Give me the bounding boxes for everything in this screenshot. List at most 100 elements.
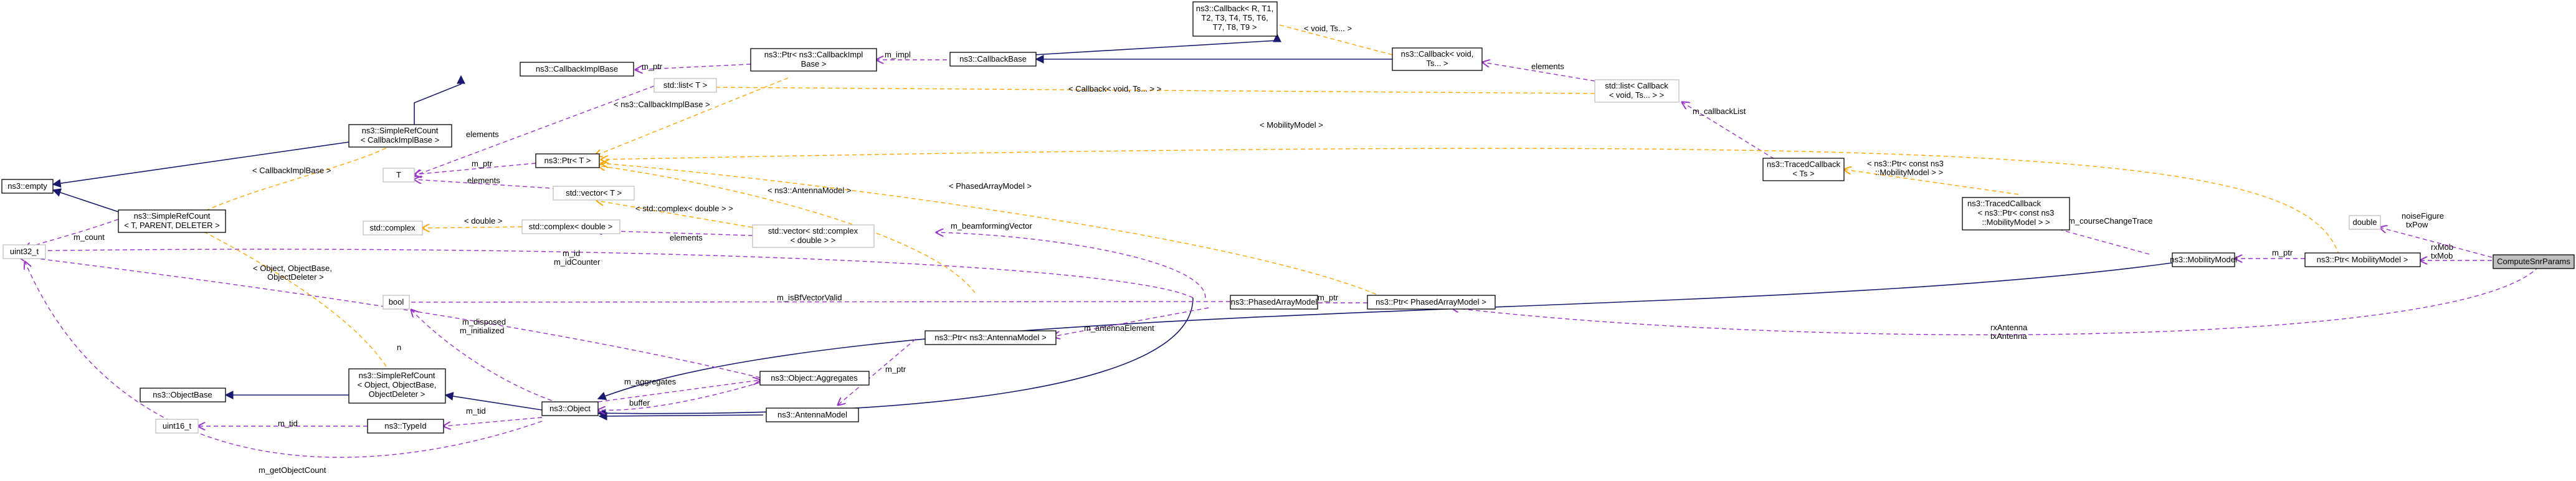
edge-label-void-ts: < void, Ts... > <box>1304 24 1352 33</box>
edge-tmpl-double <box>422 227 523 228</box>
node-uint16[interactable]: uint16_t <box>155 419 199 434</box>
node-label-1: ns3::SimpleRefCount <box>134 211 211 221</box>
edge-inherit-empty-1 <box>52 141 349 188</box>
node-label-2: T2, T3, T4, T5, T6, <box>1201 13 1268 22</box>
node-ptr-t[interactable]: ns3::Ptr< T > <box>535 153 600 168</box>
node-object[interactable]: ns3::Object <box>541 401 599 416</box>
node-object-aggregates[interactable]: ns3::Object::Aggregates <box>759 371 870 386</box>
node-simple-ref-count-object[interactable]: ns3::SimpleRefCount < Object, ObjectBase… <box>348 368 446 404</box>
node-std-vector-complex[interactable]: std::vector< std::complex < double > > <box>752 224 875 248</box>
edge-label-getobjcount: m_getObjectCount <box>259 465 326 475</box>
node-label: double <box>2352 217 2377 227</box>
node-traced-callback-ts[interactable]: ns3::TracedCallback < Ts > <box>1762 158 1845 181</box>
edge-tmpl-mobility <box>601 148 2340 256</box>
edge-label-beamforming: m_beamformingVector <box>951 221 1032 231</box>
edge-label-disposed-2: m_initialized <box>460 326 505 335</box>
edge-label-mob-2: txMob <box>2431 251 2453 260</box>
node-std-complex-double[interactable]: std::complex< double > <box>521 219 620 234</box>
edge-label-noise-2: txPow <box>2406 220 2428 229</box>
node-callback-impl-base[interactable]: ns3::CallbackImplBase <box>520 62 634 77</box>
node-mobility-model[interactable]: ns3::MobilityModel <box>2170 252 2237 267</box>
node-label-1: std::vector< std::complex <box>768 226 858 236</box>
nodes: ComputeSnrParams double ns3::Ptr< Mobili… <box>1 1 2575 434</box>
node-std-complex[interactable]: std::complex <box>363 221 423 236</box>
node-simple-ref-count-cib[interactable]: ns3::SimpleRefCount < CallbackImplBase > <box>348 124 452 148</box>
node-label: ns3::CallbackBase <box>959 54 1027 64</box>
edge-inherit-scrc <box>414 75 465 125</box>
node-ptr-mobility-model[interactable]: ns3::Ptr< MobilityModel > <box>2304 252 2421 267</box>
node-label-1: ns3::SimpleRefCount <box>359 371 435 380</box>
edge-label-buffer: buffer <box>629 398 650 407</box>
edge-label-mptr-mob: m_ptr <box>2272 248 2293 257</box>
edge-use-n <box>17 256 761 378</box>
edge-label-mid-2: m_idCounter <box>554 257 601 267</box>
edge-label-cib: < CallbackImplBase > <box>252 166 331 175</box>
node-double[interactable]: double <box>2349 215 2381 230</box>
edge-inherit-phased <box>597 297 1194 418</box>
node-label: bool <box>389 297 404 307</box>
edge-use-elements-list <box>1483 62 1595 82</box>
edge-inherit-srco <box>444 392 543 411</box>
edge-use-aggregates <box>597 380 760 402</box>
edge-use-mptr-t <box>414 163 536 174</box>
edge-label-mptr-pam: m_ptr <box>1318 293 1339 302</box>
node-std-list-t[interactable]: std::list< T > <box>654 78 717 93</box>
edge-label-aggregates: m_aggregates <box>624 377 677 386</box>
edge-use-mid <box>14 249 1194 298</box>
edge-label-complex-double: < std::complex< double > > <box>635 204 733 213</box>
edge-use-buffer <box>598 382 761 410</box>
edges <box>14 22 2539 458</box>
node-simple-ref-count-t[interactable]: ns3::SimpleRefCount < T, PARENT, DELETER… <box>118 209 226 233</box>
node-std-list-callback[interactable]: std::list< Callback < void, Ts... > > <box>1594 79 1680 103</box>
edge-label-elements-list: elements <box>1531 62 1564 71</box>
edge-tmpl-object <box>193 226 387 367</box>
edge-label-disposed-1: m_disposed <box>462 317 506 326</box>
node-label: std::complex< double > <box>529 222 612 231</box>
node-label: ns3::PhasedArrayModel <box>1231 297 1318 307</box>
node-compute-snr-params[interactable]: ComputeSnrParams <box>2493 254 2575 269</box>
node-label-1: ns3::TracedCallback <box>1767 160 1841 169</box>
node-uint32[interactable]: uint32_t <box>2 244 46 259</box>
edge-use-elements-t2 <box>414 179 580 191</box>
edge-label-cib-ptr: < ns3::CallbackImplBase > <box>614 100 710 109</box>
edge-label-noise-1: noiseFigure <box>2402 211 2444 221</box>
node-label-1: ns3::SimpleRefCount <box>362 126 439 135</box>
edge-use-antenna-element <box>1053 307 1209 336</box>
edge-tmpl-callback-void <box>707 87 1595 94</box>
node-label-2: < double > > <box>791 236 836 245</box>
edge-label-mcount: m_count <box>74 232 105 242</box>
edge-label-object-2: ObjectDeleter > <box>267 272 324 282</box>
edge-label-mptr-cib: m_ptr <box>642 62 663 71</box>
node-antenna-model[interactable]: ns3::AntennaModel <box>766 407 859 422</box>
node-ptr-callback-impl-base[interactable]: ns3::Ptr< ns3::CallbackImpl Base > <box>750 48 877 72</box>
node-callback-r[interactable]: ns3::Callback< R, T1, T2, T3, T4, T5, T6… <box>1192 1 1278 37</box>
node-traced-callback-mobility[interactable]: ns3::TracedCallback < ns3::Ptr< const ns… <box>1962 197 2070 231</box>
edge-label-mobility: < MobilityModel > <box>1260 120 1323 130</box>
node-callback-void[interactable]: ns3::Callback< void, Ts... > <box>1392 47 1483 71</box>
edge-labels: noiseFigure txPow rxMob txMob m_ptr m_co… <box>74 24 2453 475</box>
node-ptr-antenna-model[interactable]: ns3::Ptr< ns3::AntennaModel > <box>924 330 1057 345</box>
edge-use-mptr-cib <box>635 64 751 70</box>
node-ptr-phased-array-model[interactable]: ns3::Ptr< PhasedArrayModel > <box>1367 295 1496 310</box>
node-callback-base[interactable]: ns3::CallbackBase <box>949 52 1037 67</box>
node-label: ns3::AntennaModel <box>777 410 847 419</box>
node-type-id[interactable]: ns3::TypeId <box>367 419 444 434</box>
node-object-base[interactable]: ns3::ObjectBase <box>140 388 226 402</box>
node-label: ns3::Ptr< MobilityModel > <box>2317 255 2408 264</box>
node-label: uint32_t <box>10 247 39 256</box>
edge-label-mptr-t: m_ptr <box>472 159 493 168</box>
node-label: ns3::ObjectBase <box>153 390 212 399</box>
edge-label-mptr-am: m_ptr <box>885 364 906 374</box>
node-std-vector-t[interactable]: std::vector< T > <box>553 186 635 201</box>
node-label: ns3::CallbackImplBase <box>536 64 618 74</box>
edge-label-rx-antenna-1: rxAntenna <box>1990 323 2028 332</box>
edge-tmpl-void-ts <box>1268 22 1393 55</box>
node-label: uint16_t <box>163 421 192 431</box>
edge-use-mptr-am <box>838 338 916 405</box>
node-phased-array-model[interactable]: ns3::PhasedArrayModel <box>1230 295 1318 310</box>
node-t[interactable]: T <box>383 168 415 183</box>
node-bool[interactable]: bool <box>383 295 410 310</box>
node-label-1: ns3::Ptr< ns3::CallbackImpl <box>764 50 863 59</box>
node-label: ns3::Ptr< T > <box>544 156 591 165</box>
node-empty[interactable]: ns3::empty <box>1 179 54 194</box>
